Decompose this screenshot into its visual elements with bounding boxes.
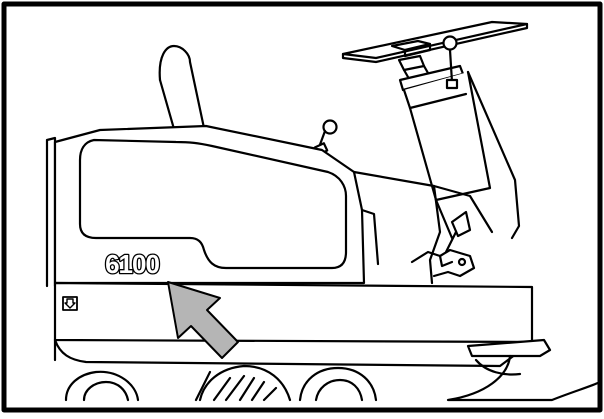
pedal-linkage [410, 210, 476, 278]
steering-wheel [341, 20, 529, 86]
front-wheel [298, 366, 378, 402]
model-badge-text: 6100 [105, 249, 159, 279]
down-arrow-icon [62, 296, 78, 311]
main-broom [194, 364, 292, 402]
steering-column [398, 64, 521, 240]
chassis-band [53, 281, 534, 368]
hood-window [78, 138, 348, 270]
bumper-post [45, 136, 57, 288]
throttle-lever [442, 35, 459, 90]
rear-wheel [64, 370, 140, 402]
model-badge: 6100 [104, 248, 162, 281]
seat-backrest [158, 44, 206, 138]
pointer-arrow-icon [167, 281, 239, 359]
side-brush [446, 338, 602, 402]
